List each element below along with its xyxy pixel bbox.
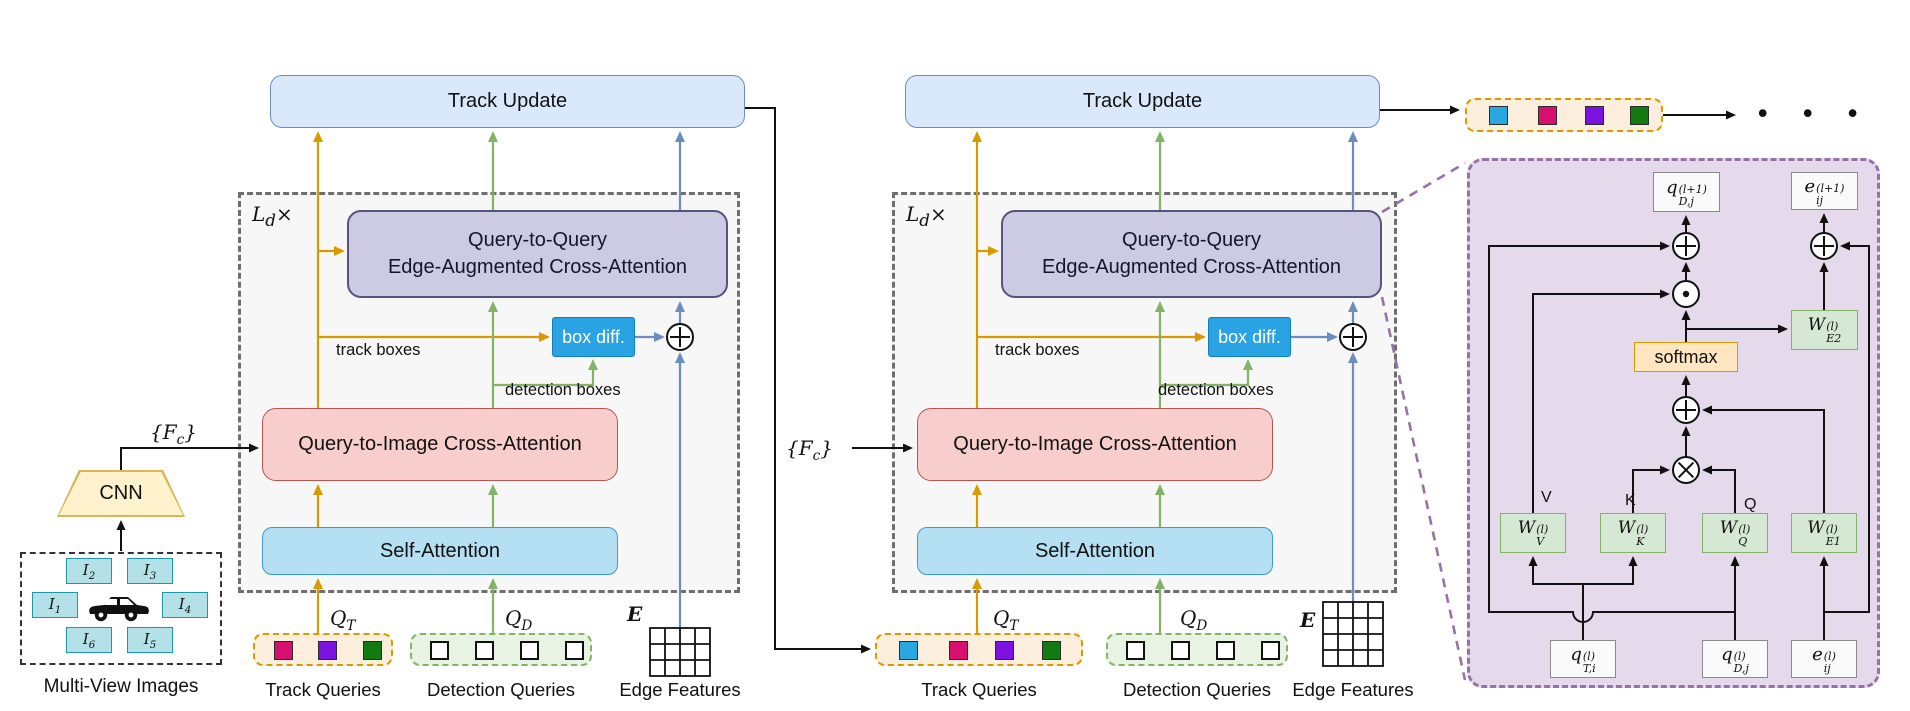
track-query-square [1630,106,1649,125]
detection-query-square [475,641,494,660]
value-label: V [1541,489,1552,506]
zoom-callout-lines [1380,161,1467,681]
track-boxes-label-2: track boxes [995,341,1080,359]
loop-count-label-1: Ld× [252,202,293,230]
image-tile-i6: I6 [66,627,112,653]
detection-queries-strip-2 [1106,633,1288,666]
self-attention-1: Self-Attention [262,527,618,575]
detection-query-square [430,641,449,660]
detection-query-square [1126,641,1145,660]
add-node-query-out [1672,232,1700,260]
qt-label-2: QT [993,606,1019,634]
weight-e2-box: W(l)E2 [1791,310,1858,350]
edge-feature-lane-1 [635,131,685,628]
query-to-query-attention-2: Query-to-Query Edge-Augmented Cross-Atte… [1001,210,1382,298]
detection-queries-label-2: Detection Queries [1122,679,1272,700]
detection-query-square [1171,641,1190,660]
query-label: Q [1744,496,1757,513]
input-edge-box: e(l)ij [1791,640,1857,678]
track-boxes-label-1: track boxes [336,341,421,359]
query-to-image-attention-2: Query-to-Image Cross-Attention [917,408,1273,481]
track-query-square [995,641,1014,660]
self-attention-2: Self-Attention [917,527,1273,575]
car-icon [84,592,150,626]
weight-v-box: W(l)V [1500,513,1566,553]
key-label: K [1625,492,1636,509]
track-query-square [899,641,918,660]
add-node-scores [1672,396,1700,424]
add-node-block2 [1339,323,1367,351]
output-track-queries-strip [1465,98,1663,132]
image-tile-i1: I1 [32,592,78,618]
fc-label-1: {Fc} [150,420,197,448]
track-update-block-2: Track Update [905,75,1380,128]
add-node-block1 [666,323,694,351]
matmul-node [1672,456,1700,484]
black-connectors [116,105,1736,654]
qd-label-1: QD [505,606,533,634]
panel-wires [1488,213,1870,640]
multi-view-images-label: Multi-View Images [43,676,199,697]
track-query-lane-1 [313,131,550,633]
cnn-block: CNN [57,470,185,517]
track-update-block-1: Track Update [270,75,745,128]
track-query-square [274,641,293,660]
track-query-square [1538,106,1557,125]
edge-features-label-2: Edge Features [1292,679,1414,700]
input-detection-query-box: q(l)D,j [1702,640,1768,678]
track-query-square [949,641,968,660]
detection-query-lane-1 [488,131,598,633]
box-diff-1: box diff. [552,317,635,357]
ellipsis-dots: • • • [1758,98,1872,128]
detection-boxes-label-2: detection boxes [1158,381,1274,399]
detection-query-square [1261,641,1280,660]
output-query-box: q(l+1)D,j [1653,172,1720,212]
track-queries-label-2: Track Queries [921,679,1037,700]
weight-k-box: W(l)K [1600,513,1666,553]
detection-query-lane-2 [1155,131,1253,633]
track-query-lane-2 [972,131,1206,633]
track-queries-label-1: Track Queries [265,679,381,700]
e-label-2: E [1300,608,1316,632]
qt-label-1: QT [330,606,356,634]
image-tile-i3: I3 [127,558,173,584]
output-edge-box: e(l+1)ij [1791,172,1858,210]
track-queries-strip-1 [253,633,393,666]
image-tile-i4: I4 [162,592,208,618]
detection-queries-label-1: Detection Queries [426,679,576,700]
detection-query-square [565,641,584,660]
track-query-square [1042,641,1061,660]
weight-e1-box: W(l)E1 [1791,513,1857,553]
query-to-query-attention-1: Query-to-Query Edge-Augmented Cross-Atte… [347,210,728,298]
image-tile-i5: I5 [127,627,173,653]
edge-features-grid-2 [1322,601,1384,667]
track-query-square [1489,106,1508,125]
detection-queries-strip-1 [410,633,592,666]
fc-label-2: {Fc} [786,436,833,464]
image-tile-i2: I2 [66,558,112,584]
detection-query-square [520,641,539,660]
track-query-square [1585,106,1604,125]
qd-label-2: QD [1180,606,1208,634]
track-queries-strip-2 [875,633,1083,666]
loop-count-label-2: Ld× [906,202,947,230]
detection-query-square [1216,641,1235,660]
input-track-query-box: q(l)T,i [1550,640,1616,678]
box-diff-2: box diff. [1208,317,1291,357]
softmax-box: softmax [1634,342,1738,372]
add-node-edge-out [1810,232,1838,260]
detection-boxes-label-1: detection boxes [505,381,621,399]
hadamard-node [1672,280,1700,308]
query-to-image-attention-1: Query-to-Image Cross-Attention [262,408,618,481]
track-query-square [363,641,382,660]
edge-features-grid-1 [649,627,711,677]
track-query-square [318,641,337,660]
weight-q-box: W(l)Q [1702,513,1768,553]
edge-features-label-1: Edge Features [619,679,741,700]
edge-feature-lane-2 [1291,131,1358,602]
cnn-label: CNN [59,472,183,515]
e-label-1: E [627,602,643,626]
